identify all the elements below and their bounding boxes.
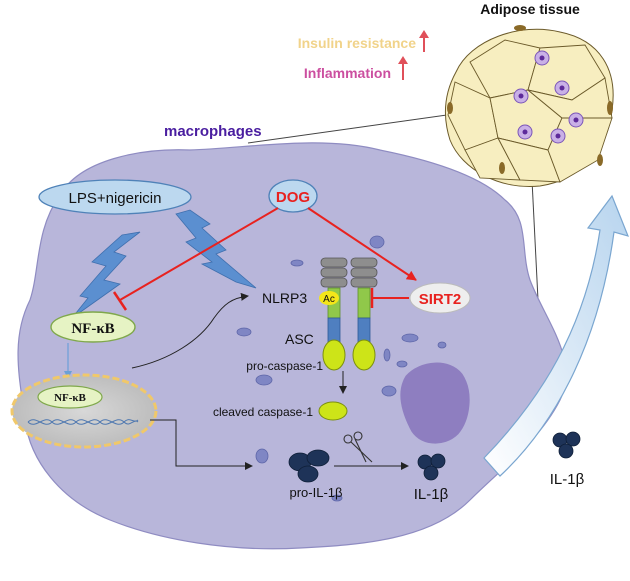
secreted-il1b-label: IL-1β	[550, 471, 585, 488]
nfkb-nuclear-bubble	[37, 385, 103, 409]
dog-label: DOG	[276, 189, 310, 206]
nfkb-cytoplasm-label: NF-κB	[71, 321, 114, 337]
nlrp3-label: NLRP3	[262, 290, 307, 306]
sirt2-label: SIRT2	[419, 291, 462, 308]
asc-label: ASC	[285, 331, 314, 347]
nfkb-nuclear-label: NF-κB	[54, 392, 86, 404]
tissue-title: Adipose tissue	[480, 1, 580, 17]
macrophages-label: macrophages	[164, 123, 262, 140]
pro-caspase-label: pro-caspase-1	[246, 359, 323, 373]
dna-icon	[27, 419, 139, 425]
il1b-label: IL-1β	[414, 486, 449, 503]
dog-inhibit-nfkb-line	[119, 207, 279, 301]
sirt2-bubble	[409, 282, 471, 314]
inflammation-up-arrow-icon	[398, 56, 408, 80]
insulin-resistance-label: Insulin resistance	[298, 35, 416, 51]
acetyl-label: Ac	[323, 294, 335, 305]
nfkb-to-nlrp3-arrow	[131, 292, 249, 369]
lightning-bolt-icon	[175, 209, 257, 289]
secreted-il1b-cluster	[552, 431, 581, 459]
nucleus	[10, 373, 158, 449]
acetylation-mark	[319, 291, 339, 305]
transcription-arrow	[150, 419, 253, 470]
nfkb-cytoplasm-bubble	[50, 311, 136, 343]
scissors-icon	[343, 431, 373, 463]
organelles	[236, 235, 470, 502]
lps-nigericin-bubble	[38, 179, 192, 215]
dog-bubble	[268, 179, 318, 213]
inflammation-label: Inflammation	[304, 65, 391, 81]
dog-inhibit-nfkb-bar	[112, 291, 128, 311]
lps-nigericin-label: LPS+nigericin	[69, 190, 162, 207]
dog-activate-sirt2-arrow	[307, 207, 417, 281]
secretion-arrow	[483, 194, 630, 477]
insulin-up-arrow-icon	[419, 30, 429, 52]
lightning-bolt-icon	[71, 231, 141, 319]
pro-il1b-label: pro-IL-1β	[290, 485, 343, 500]
cleaved-caspase-shape	[318, 401, 348, 421]
pro-il1b-cluster	[288, 449, 330, 483]
il1b-cluster	[417, 453, 446, 481]
cleaved-caspase-label: cleaved caspase-1	[213, 405, 313, 419]
adipose-tissue	[445, 25, 614, 188]
